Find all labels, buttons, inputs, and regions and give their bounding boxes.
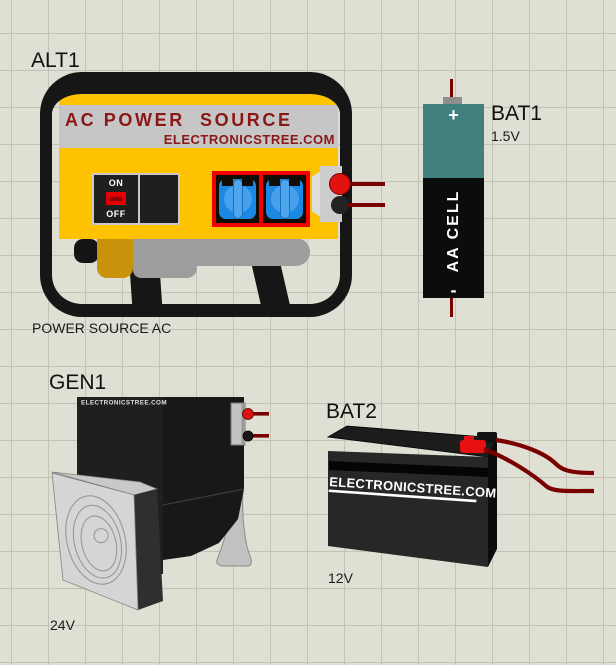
bat1-positive-wire[interactable] (450, 79, 453, 100)
gen1-negative-terminal[interactable] (242, 430, 254, 442)
bat1-body[interactable]: + AA CELL - (423, 104, 484, 300)
gen1-negative-wire[interactable] (253, 434, 269, 438)
gen1-value-label[interactable]: 24V (50, 617, 75, 633)
bat2-side-face (488, 438, 497, 567)
bat2-negative-wire[interactable] (495, 437, 595, 476)
gen1-front-face (51, 472, 139, 611)
alt1-socket-1-slot (232, 179, 243, 219)
alt1-socket-2[interactable] (263, 175, 306, 223)
bat1-minus-sign: - (450, 280, 457, 300)
bat1-tip (443, 97, 462, 105)
gen1-terminal-block-shade (241, 404, 245, 444)
gen1-positive-terminal[interactable] (242, 408, 254, 420)
alt1-socket-1[interactable] (216, 175, 259, 223)
bat2-ref-label[interactable]: BAT2 (326, 400, 377, 423)
gen1-foot (216, 486, 252, 567)
bat2-positive-terminal[interactable] (460, 440, 486, 453)
alt1-right-leg (251, 262, 292, 312)
alt1-muffler-tab (133, 263, 197, 278)
bat1-top-half: + (423, 104, 484, 178)
alt1-positive-wire[interactable] (350, 182, 385, 186)
alt1-socket-2-notch-right (289, 179, 300, 186)
bat1-plus-sign: + (448, 105, 459, 125)
alt1-brand-text: ELECTRONICSTREE.COM (163, 132, 335, 147)
bat2-brand-underline (328, 489, 477, 503)
alt1-muffler (133, 238, 310, 266)
bat2-front-stripe (329, 461, 488, 477)
alt1-socket-2-notch-left (269, 179, 280, 186)
gen1-positive-wire[interactable] (253, 412, 269, 416)
gen1-front-side-face (134, 489, 163, 610)
bat1-negative-wire[interactable] (450, 298, 453, 317)
alt1-switch-on-label: ON (108, 178, 124, 188)
bat1-value-label[interactable]: 1.5V (491, 128, 520, 144)
bat2-front-face (328, 451, 488, 567)
alt1-socket-1-notch-right (242, 179, 253, 186)
alt1-title-text: AC POWER SOURCE (65, 110, 293, 130)
bat1-bottom-half: AA CELL - (423, 178, 484, 300)
gen1-body-seam (162, 488, 245, 506)
gen1-front-rings (65, 495, 127, 585)
alt1-socket-2-slot (279, 179, 290, 219)
alt1-engine-block (97, 237, 133, 278)
bat1-cell-label: AA CELL (444, 189, 462, 273)
alt1-negative-wire[interactable] (348, 203, 385, 207)
bat1-ref-label[interactable]: BAT1 (491, 102, 542, 125)
alt1-blank-panel (140, 175, 178, 223)
alt1-switch-toggle[interactable] (106, 192, 126, 205)
bat2-positive-wire[interactable] (483, 447, 595, 494)
gen1-brand-text: ELECTRONICSTREE.COM (81, 400, 167, 407)
alt1-engine-shadow (74, 239, 99, 263)
alt1-negative-terminal[interactable] (331, 196, 349, 214)
alt1-caption-label[interactable]: POWER SOURCE AC (32, 320, 172, 336)
alt1-control-panel: ON OFF (92, 173, 180, 225)
bat2-component[interactable]: ELECTRONICSTREE.COM (322, 424, 602, 574)
alt1-socket-1-notch-left (222, 179, 233, 186)
alt1-socket-panel (212, 171, 310, 227)
gen1-body-right (163, 397, 244, 560)
alt1-terminal-bevel (312, 170, 322, 218)
alt1-power-switch[interactable]: ON OFF (94, 175, 138, 223)
alt1-positive-terminal[interactable] (329, 173, 351, 195)
gen1-ref-label[interactable]: GEN1 (49, 371, 107, 394)
alt1-switch-off-label: OFF (106, 209, 126, 219)
bat2-value-label[interactable]: 12V (328, 570, 353, 586)
alt1-ref-label[interactable]: ALT1 (31, 49, 80, 72)
alt1-label-band: AC POWER SOURCE ELECTRONICSTREE.COM (59, 105, 338, 148)
gen1-component[interactable]: ELECTRONICSTREE.COM (45, 392, 280, 620)
